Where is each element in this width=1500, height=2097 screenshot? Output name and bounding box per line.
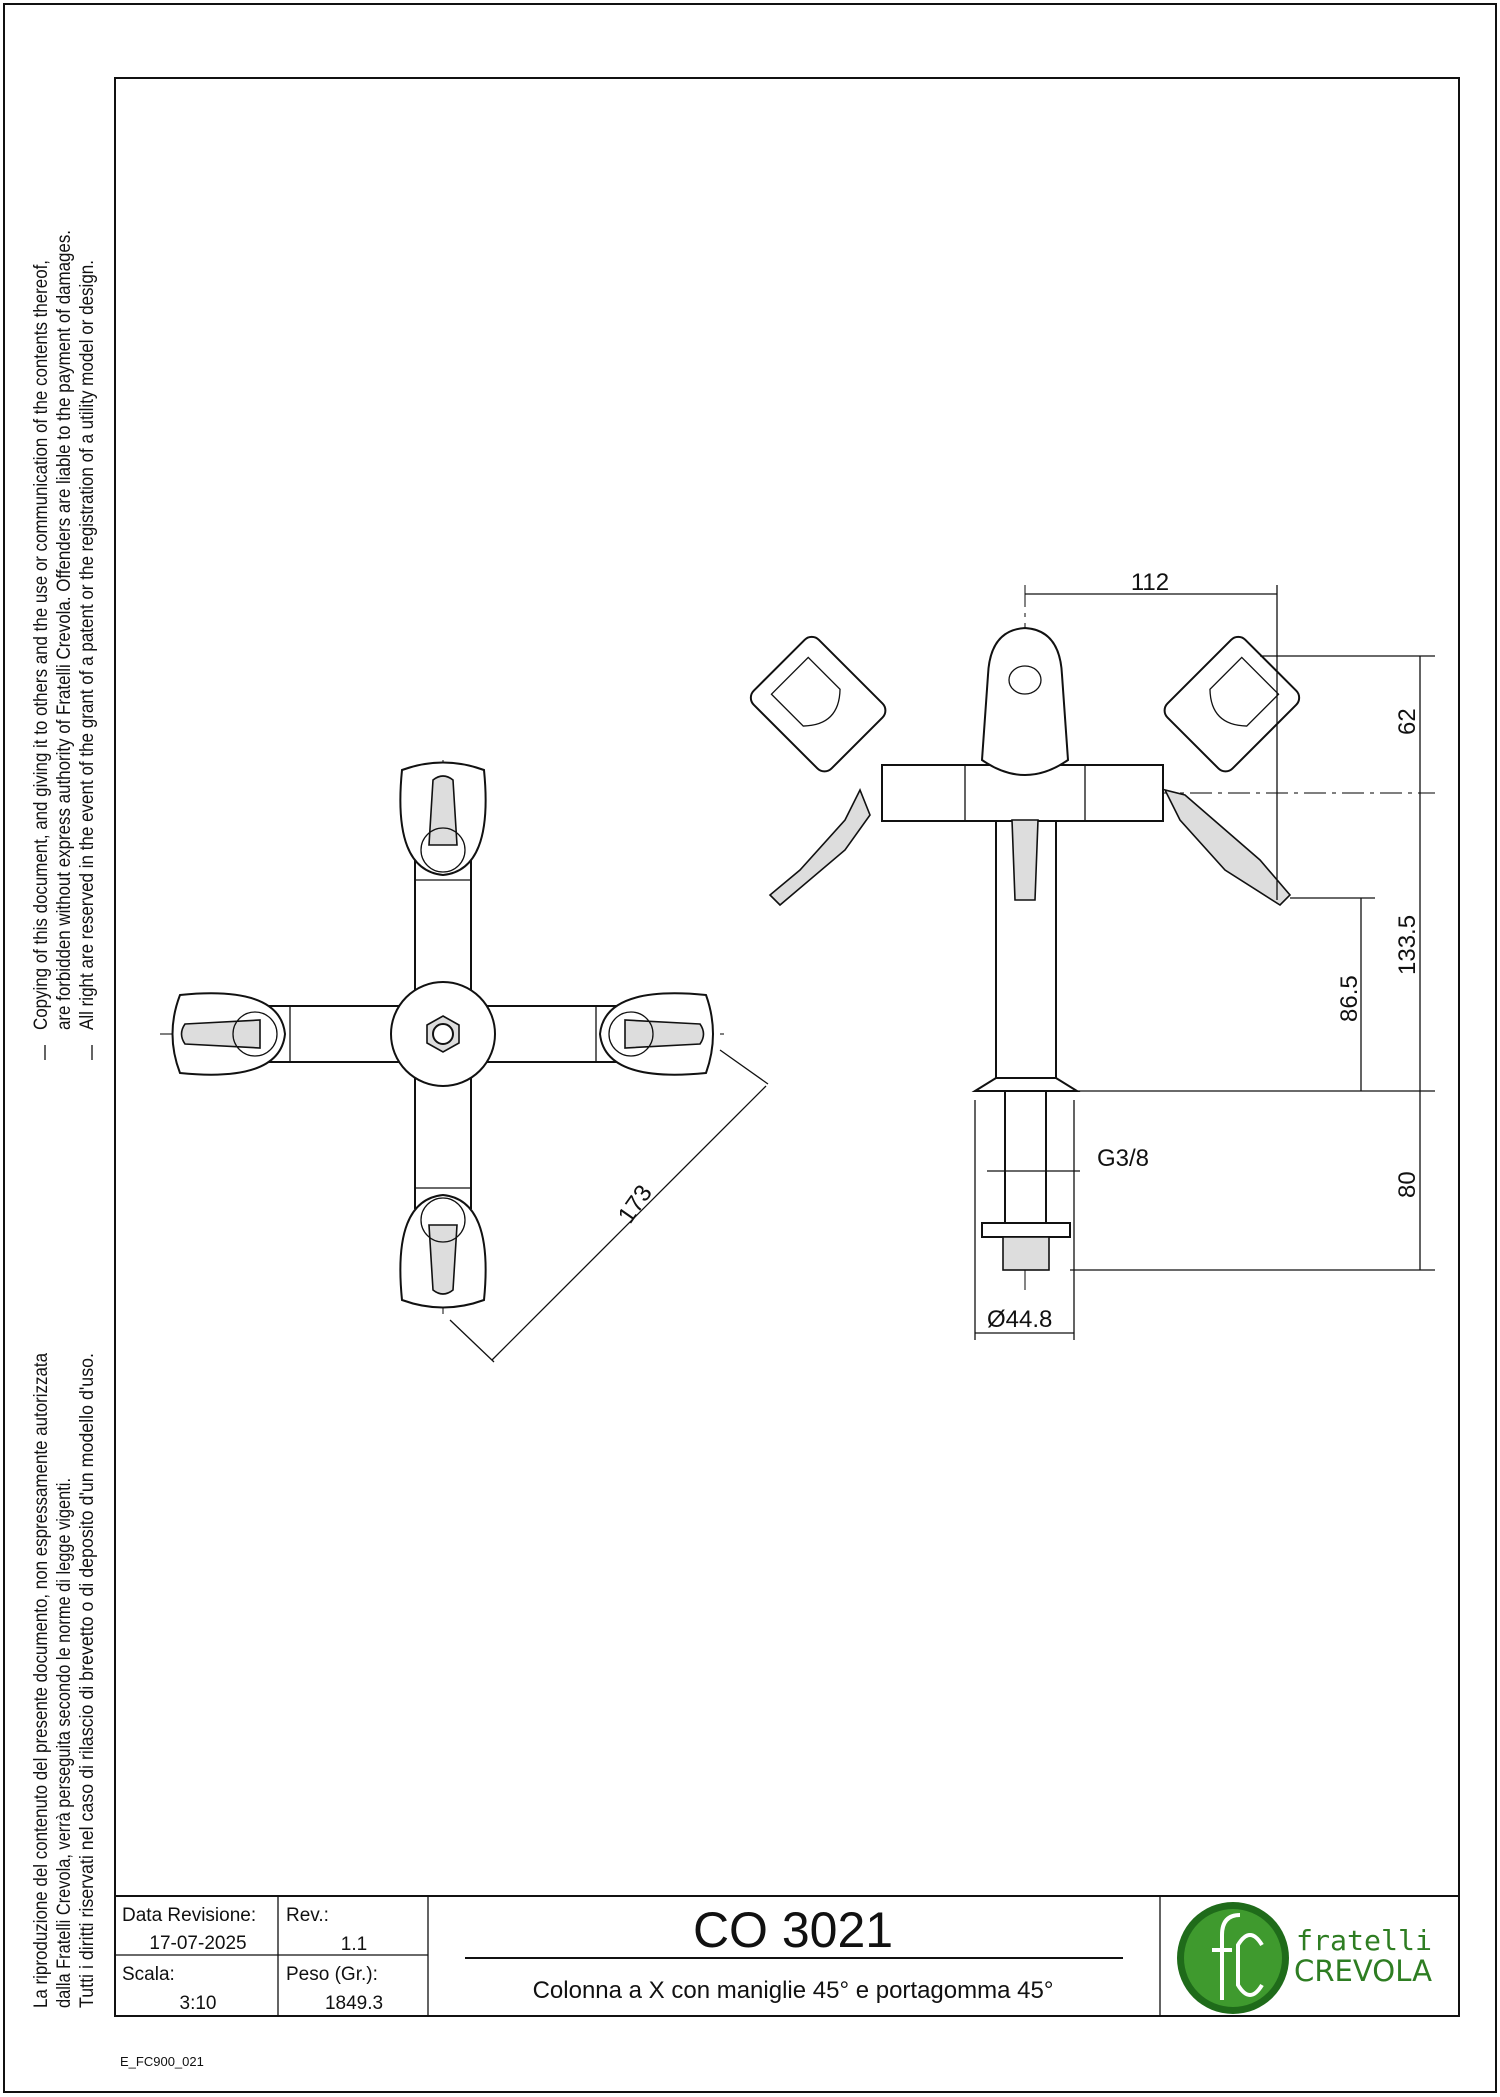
svg-text:133.5: 133.5	[1394, 915, 1421, 975]
document-id: E_FC900_021	[120, 2054, 204, 2069]
svg-text:112: 112	[1131, 569, 1169, 596]
svg-text:Scala:: Scala:	[122, 1964, 175, 1985]
top-view-drawing	[160, 760, 769, 1363]
svg-text:Copying of this document, and: Copying of this document, and giving it …	[31, 260, 52, 1030]
outer-border	[3, 3, 1497, 2093]
svg-text:dalla Fratelli Crevola, verrà: dalla Fratelli Crevola, verrà perseguita…	[54, 1478, 75, 2008]
svg-text:1.1: 1.1	[341, 1934, 367, 1955]
svg-text:1849.3: 1849.3	[325, 1993, 383, 2014]
svg-text:3:10: 3:10	[180, 1993, 217, 2014]
svg-text:Ø44.8: Ø44.8	[987, 1306, 1052, 1333]
inner-frame	[114, 77, 1460, 2017]
dimension-173: 173	[613, 1180, 658, 1228]
svg-text:Peso (Gr.):: Peso (Gr.):	[286, 1964, 378, 1985]
italian-notice: La riproduzione del contenuto del presen…	[31, 1353, 98, 2008]
front-view-drawing	[749, 585, 1435, 1340]
svg-text:fratelli: fratelli	[1296, 1924, 1432, 1957]
svg-text:Rev.:: Rev.:	[286, 1905, 329, 1926]
front-view-dimensions: 112 62 133.5 86.5 80 G3/8 Ø44.8	[987, 569, 1421, 1333]
svg-text:86.5: 86.5	[1336, 975, 1363, 1022]
drawing-description: Colonna a X con maniglie 45° e portagomm…	[533, 1977, 1054, 2004]
svg-text:80: 80	[1394, 1171, 1421, 1198]
svg-text:are forbidden without express: are forbidden without express authority …	[54, 230, 75, 1030]
svg-text:G3/8: G3/8	[1097, 1145, 1149, 1172]
fratelli-crevola-logo: fratelli CREVOLA	[1177, 1902, 1432, 2014]
svg-text:62: 62	[1394, 708, 1421, 735]
svg-text:La riproduzione del contenuto: La riproduzione del contenuto del presen…	[31, 1353, 52, 2008]
drawing-code: CO 3021	[693, 1902, 893, 1958]
svg-text:17-07-2025: 17-07-2025	[149, 1933, 246, 1954]
svg-text:Data Revisione:: Data Revisione:	[122, 1905, 256, 1926]
english-notice: Copying of this document, and giving it …	[31, 230, 98, 1030]
svg-text:All right are reserved in the: All right are reserved in the event of t…	[77, 260, 98, 1030]
svg-text:CREVOLA: CREVOLA	[1294, 1954, 1432, 1988]
title-block: Data Revisione: 17-07-2025 Rev.: 1.1 Sca…	[115, 1895, 1459, 2016]
svg-text:Tutti i diritti riservati nel: Tutti i diritti riservati nel caso di ri…	[77, 1353, 98, 2008]
